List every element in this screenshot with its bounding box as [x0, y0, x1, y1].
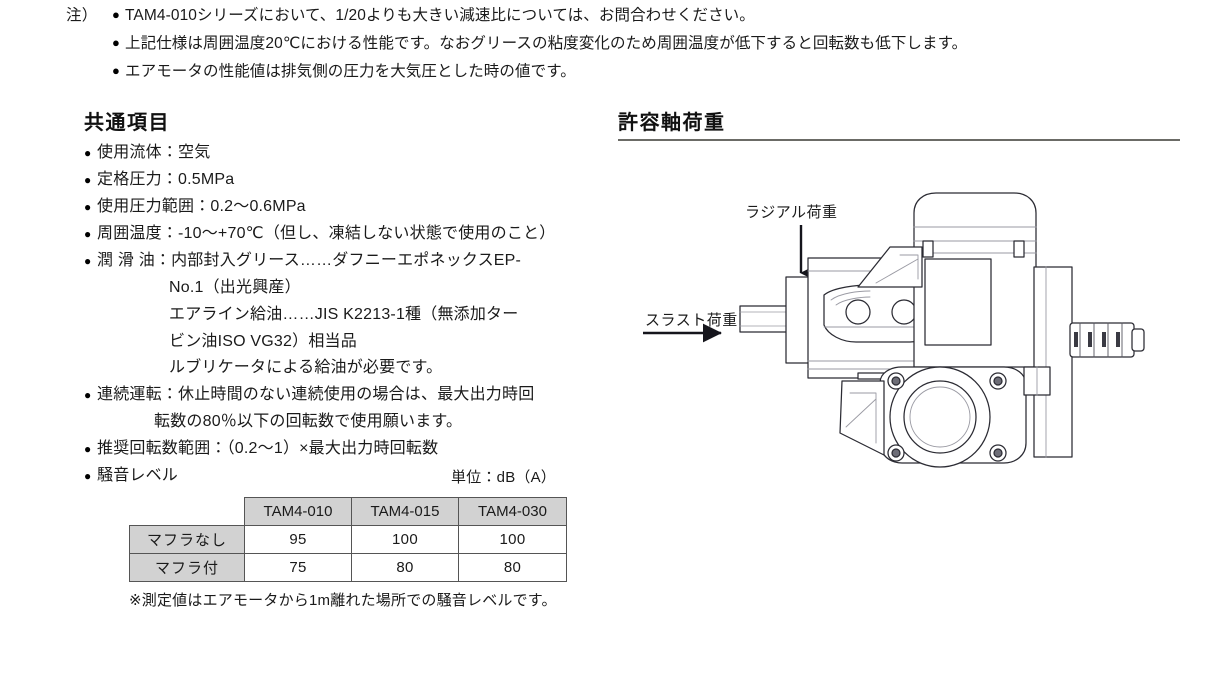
note-text: TAM4-010シリーズにおいて、1/20よりも大きい減速比については、お問合わ… [125, 7, 755, 24]
air-motor-outline [739, 192, 1145, 468]
air-motor-diagram: ラジアル荷重 スラスト荷重 [618, 155, 1188, 555]
bracket-lower [839, 380, 885, 456]
common-items-section: 共通項目 ● 使用流体：空気 ● 定格圧力：0.5MPa ● 使用圧力範囲：0.… [84, 112, 604, 610]
table-col-header: TAM4-015 [351, 496, 459, 526]
spec-text: 定格圧力：0.5MPa [97, 171, 235, 188]
spec-text: 周囲温度：-10〜+70℃（但し、凍結しない状態で使用のこと） [97, 225, 556, 242]
bullet-icon: ● [84, 146, 92, 160]
table-row: マフラなし 95 100 100 [129, 524, 567, 554]
bullet-icon: ● [84, 200, 92, 214]
note-item: ● 上記仕様は周囲温度20℃における性能です。なおグリースの粘度変化のため周囲温… [112, 34, 1186, 55]
spec-text: 潤 滑 油：内部封入グリース……ダフニーエポネックスEP- [97, 252, 522, 269]
table-cell: 95 [244, 524, 352, 554]
spec-item-pressure-range: ● 使用圧力範囲：0.2〜0.6MPa [84, 197, 604, 218]
shaft-load-title: 許容軸荷重 [618, 112, 726, 134]
lubricant-continuation-1: No.1（出光興産） [169, 279, 301, 296]
bullet-icon: ● [84, 388, 92, 403]
content-columns: 共通項目 ● 使用流体：空気 ● 定格圧力：0.5MPa ● 使用圧力範囲：0.… [0, 112, 1224, 672]
note-text: エアモータの性能値は排気側の圧力を大気圧とした時の値です。 [125, 62, 576, 80]
noise-table-wrapper: TAM4-010 TAM4-015 TAM4-030 マフラなし 95 100 … [129, 496, 599, 610]
spec-item-fluid: ● 使用流体：空気 [84, 143, 604, 164]
shaft-load-title-rule: 許容軸荷重 [618, 112, 1180, 141]
linkage-bore-right [891, 299, 917, 325]
spec-text: 使用圧力範囲：0.2〜0.6MPa [97, 198, 306, 215]
noise-table-footnote: ※測定値はエアモータから1m離れた場所での騒音レベルです。 [129, 591, 557, 609]
bullet-icon: ● [84, 227, 92, 241]
bullet-icon: ● [84, 441, 92, 456]
linkage-bore-left [845, 299, 871, 325]
table-cell: 100 [351, 524, 459, 554]
common-items-list: ● 使用流体：空気 ● 定格圧力：0.5MPa ● 使用圧力範囲：0.2〜0.6… [84, 143, 604, 272]
table-cell: 80 [458, 552, 567, 582]
continuous-operation-continuation: 転数の80％以下の回転数で使用願います。 [154, 413, 463, 431]
barrel-boss-left [922, 240, 934, 258]
table-corner-cell [130, 497, 245, 525]
radial-load-label: ラジアル荷重 [745, 204, 838, 221]
bullet-icon: ● [84, 468, 92, 483]
muffler-ribs [1079, 322, 1123, 358]
bullet-icon: ● [112, 7, 120, 22]
bullet-icon: ● [112, 34, 120, 50]
note-text: 上記仕様は周囲温度20℃における性能です。なおグリースの粘度変化のため周囲温度が… [125, 34, 968, 52]
spec-item-continuous-operation: ● 連続運転：休止時間のない連続使用の場合は、最大出力時回 [84, 385, 604, 406]
notes-label: 注） [66, 7, 98, 24]
spec-item-lubricant: ● 潤 滑 油：内部封入グリース……ダフニーエポネックスEP- [84, 251, 604, 272]
common-items-title: 共通項目 [84, 112, 170, 134]
bullet-icon: ● [84, 254, 92, 268]
notes-list: ● TAM4-010シリーズにおいて、1/20よりも大きい減速比については、お問… [112, 6, 1186, 90]
spec-text: 使用流体：空気 [97, 144, 211, 161]
exhaust-flange [1033, 266, 1073, 458]
table-row: マフラ付 75 80 80 [129, 552, 567, 582]
air-motor-line-drawing [643, 192, 1145, 468]
note-item: ● エアモータの性能値は排気側の圧力を大気圧とした時の値です。 [112, 62, 1186, 83]
spec-item-rated-pressure: ● 定格圧力：0.5MPa [84, 170, 604, 191]
bearing-flange-inner [903, 380, 977, 454]
table-cell: 100 [458, 524, 567, 554]
table-cell: 80 [351, 552, 459, 582]
notes-block: 注） ● TAM4-010シリーズにおいて、1/20よりも大きい減速比については… [66, 6, 1186, 90]
lubricant-continuation-4: ルブリケータによる給油が必要です。 [169, 359, 443, 377]
barrel-panel [924, 258, 992, 346]
bracket-upper [857, 246, 923, 288]
lubricant-continuation-2: エアライン給油……JIS K2213-1種（無添加ター [169, 305, 519, 323]
table-col-header: TAM4-010 [244, 496, 352, 526]
table-header-row: TAM4-010 TAM4-015 TAM4-030 [130, 496, 567, 526]
muffler-vents [1074, 332, 1120, 347]
table-row-header: マフラ付 [129, 552, 245, 582]
shaft-flange [785, 276, 811, 364]
gearbox-bolts [887, 372, 1007, 462]
spec-item-recommended-speed: ● 推奨回転数範囲：（0.2〜1）×最大出力時回転数 [84, 439, 604, 460]
noise-level-table: TAM4-010 TAM4-015 TAM4-030 マフラなし 95 100 … [129, 496, 567, 582]
table-cell: 75 [244, 552, 352, 582]
spec-item-ambient-temperature: ● 周囲温度：-10〜+70℃（但し、凍結しない状態で使用のこと） [84, 224, 604, 245]
output-shaft [739, 305, 789, 333]
bullet-icon: ● [112, 62, 120, 78]
bullet-icon: ● [84, 173, 92, 187]
lubricant-continuation-3: ビン油ISO VG32）相当品 [169, 332, 357, 350]
common-items-list-2: ● 連続運転：休止時間のない連続使用の場合は、最大出力時回 [84, 385, 604, 406]
noise-table-unit-caption: 単位：dB（A） [451, 468, 556, 486]
spec-text: 騒音レベル [97, 466, 179, 484]
spec-text: 連続運転：休止時間のない連続使用の場合は、最大出力時回 [97, 386, 535, 404]
spec-text: 推奨回転数範囲：（0.2〜1）×最大出力時回転数 [97, 439, 439, 457]
barrel-boss-right [1013, 240, 1025, 258]
table-col-header: TAM4-030 [458, 496, 567, 526]
common-items-list-3: ● 推奨回転数範囲：（0.2〜1）×最大出力時回転数 ● 騒音レベル [84, 439, 604, 487]
load-arrows [643, 225, 819, 343]
table-row-header: マフラなし [129, 524, 245, 554]
muffler-cap [1131, 328, 1145, 352]
spec-item-noise-level: ● 騒音レベル [84, 466, 604, 487]
note-item: ● TAM4-010シリーズにおいて、1/20よりも大きい減速比については、お問… [112, 6, 1186, 27]
mount-tab [857, 372, 885, 380]
shaft-load-section: 許容軸荷重 ラジアル荷重 スラスト荷重 [618, 112, 1188, 555]
